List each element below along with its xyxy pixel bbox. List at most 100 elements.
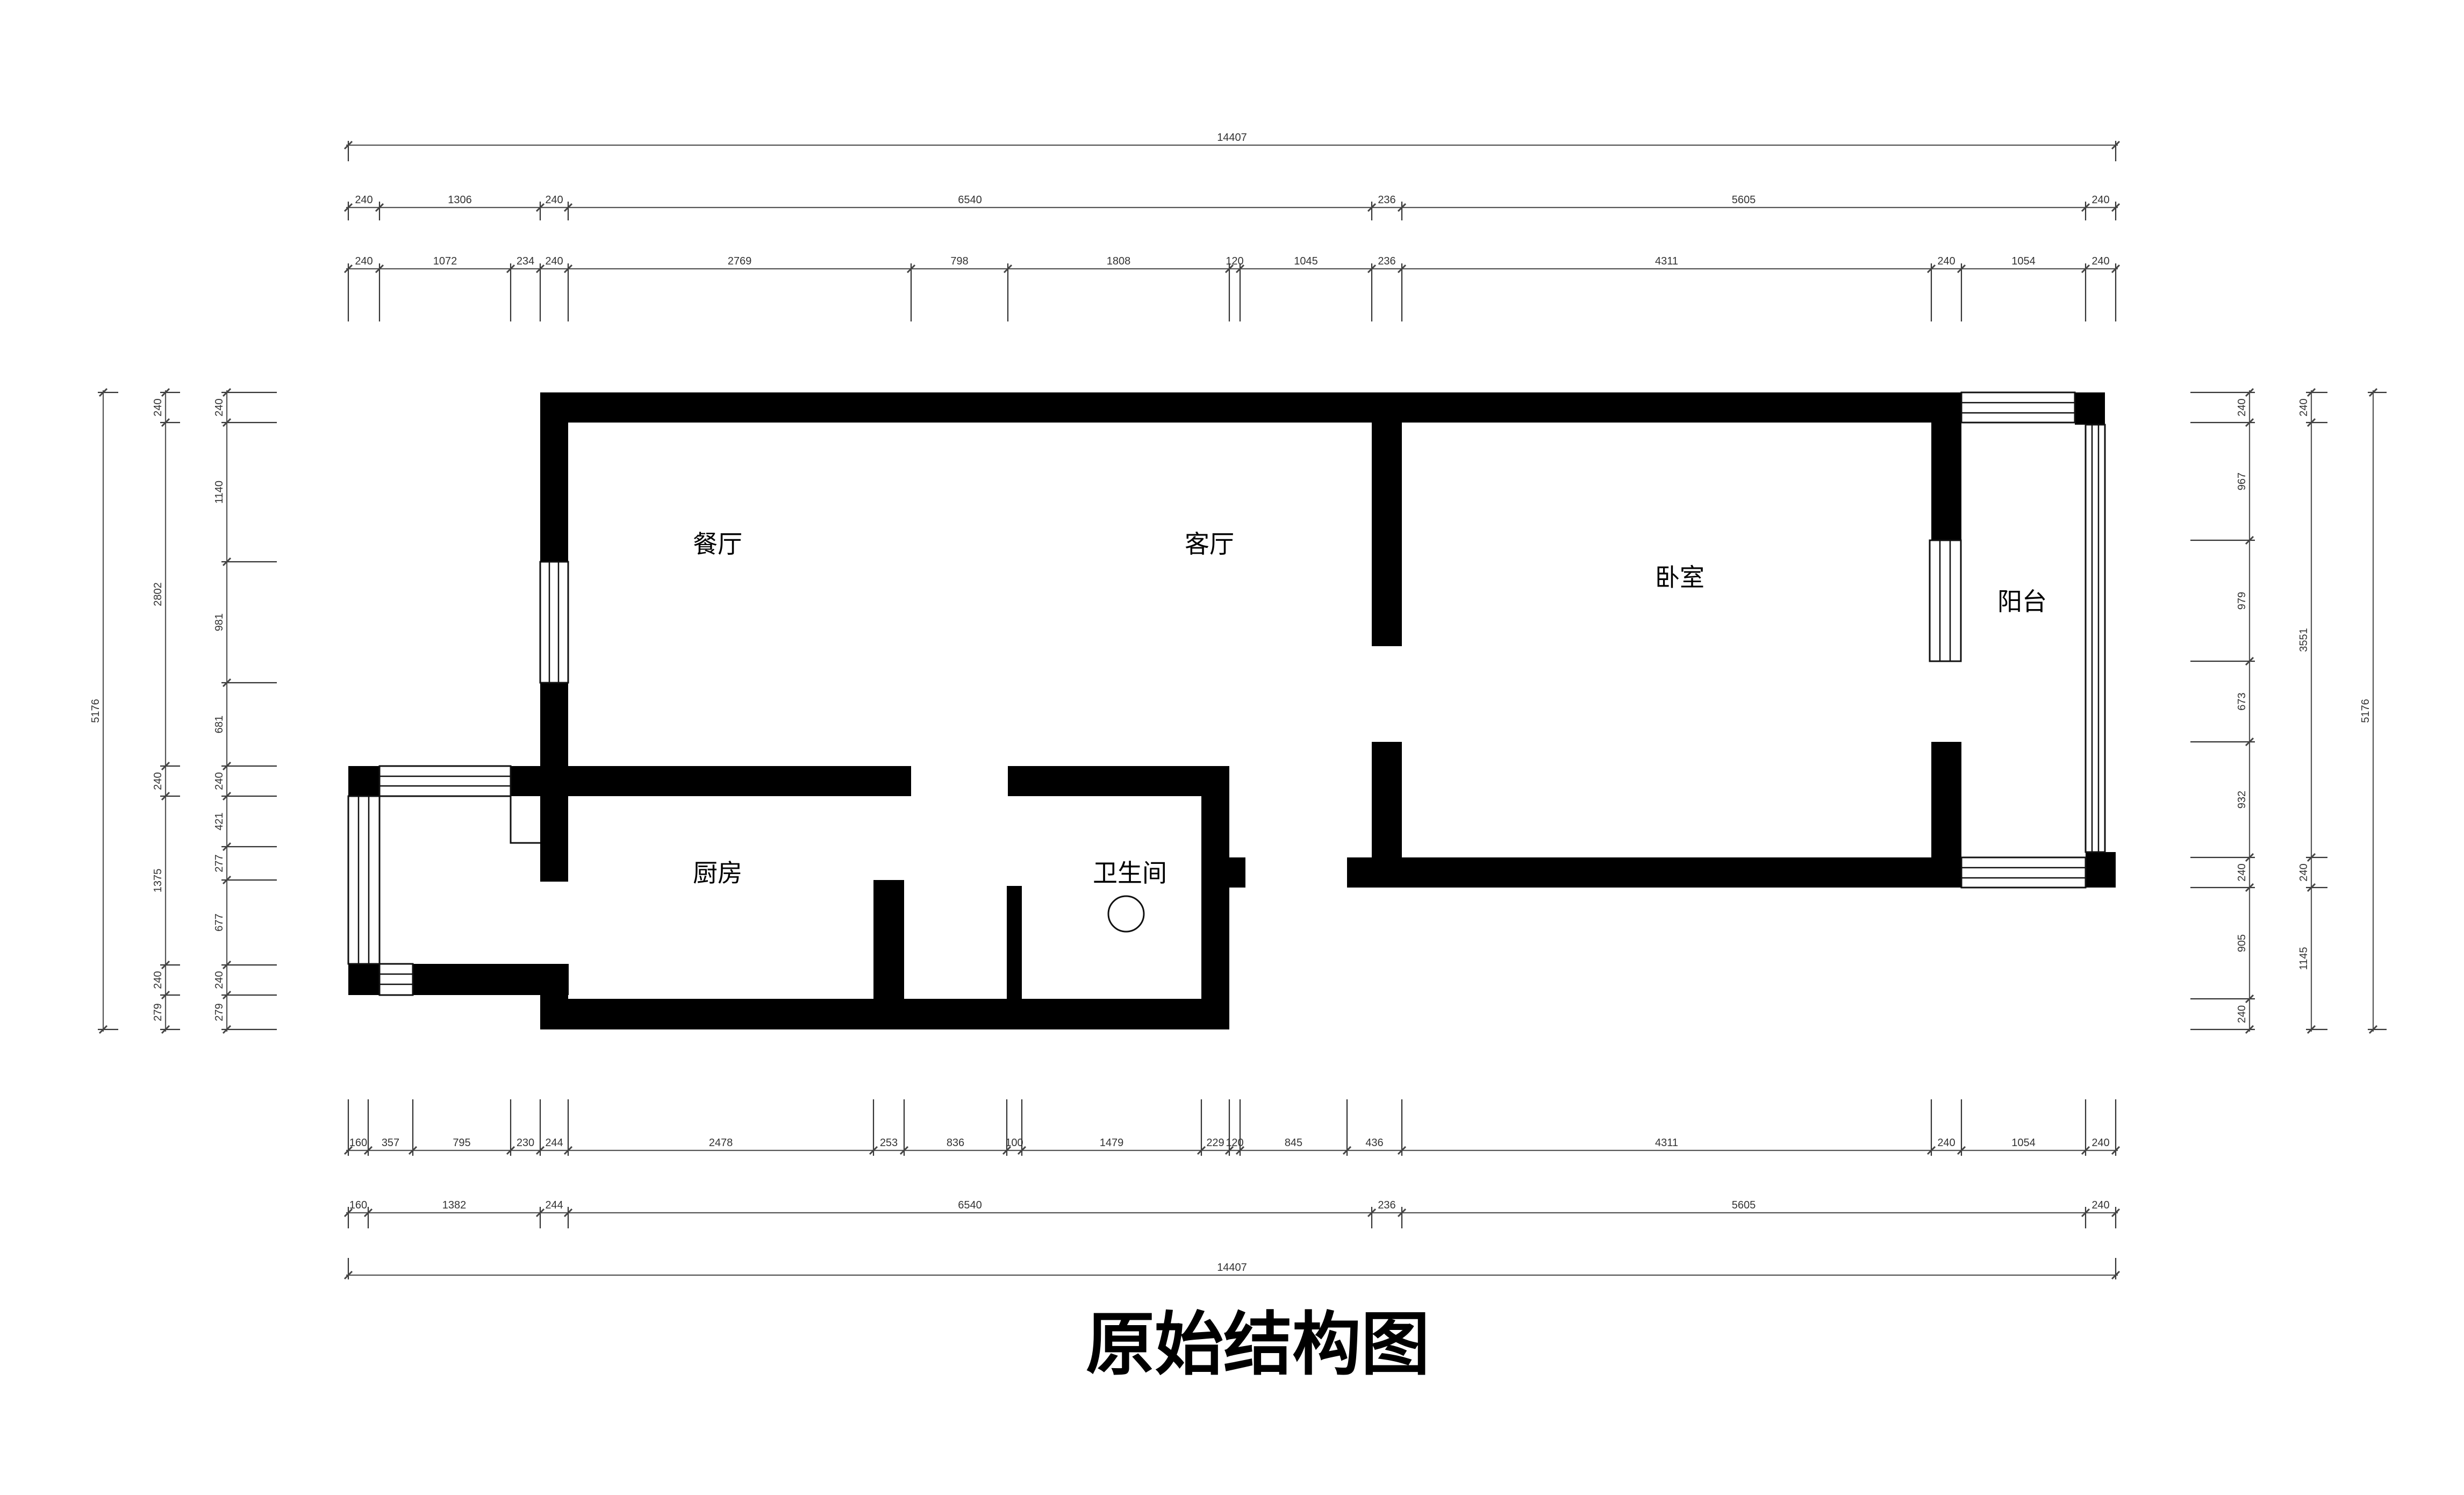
dim-left-mid-tick [161, 418, 170, 427]
dim-top-inner-tick [343, 264, 353, 274]
dim-left-inner-tick [222, 842, 232, 852]
dim-bottom-inner-label: 1479 [1100, 1137, 1124, 1149]
window-annex-bottom [378, 963, 414, 996]
floor-drain-icon [1107, 895, 1145, 933]
dim-left-inner-label: 240 [213, 971, 225, 989]
dim-bottom-inner-label: 100 [1005, 1137, 1023, 1149]
dim-bottom-inner-tick [899, 1146, 909, 1155]
dim-right-mid-tick [2307, 418, 2316, 427]
page-title: 原始结构图 [1086, 1305, 1430, 1385]
wall-annex-bottom [413, 964, 569, 995]
dim-top-inner-label: 4311 [1655, 255, 1678, 267]
dim-top-inner-tick [1926, 264, 1936, 274]
dim-bottom-inner-label: 357 [382, 1137, 399, 1149]
dim-bottom-inner-label: 240 [2091, 1137, 2109, 1149]
dim-bottom-inner-label: 240 [1937, 1137, 1955, 1149]
dim-bottom-inner-label: 229 [1206, 1137, 1224, 1149]
dim-top-mid-tick [375, 203, 384, 212]
dim-top-inner-label: 236 [1378, 255, 1395, 267]
dim-left-inner-label: 677 [213, 913, 225, 931]
dim-bottom-mid-tick [1367, 1208, 1377, 1218]
wall-balcony-corner [2086, 852, 2116, 888]
dim-top-mid-label: 1306 [448, 194, 472, 206]
window-balcony-right [2085, 424, 2106, 853]
annex-step-line [510, 796, 540, 844]
dim-left-mid-tick [161, 990, 170, 1000]
dim-top-inner-tick [1003, 264, 1013, 274]
dim-top-inner-tick [535, 264, 545, 274]
dim-bottom-inner-tick [1197, 1146, 1206, 1155]
dim-bottom-mid-label: 236 [1378, 1199, 1395, 1211]
dim-left-inner-tick [222, 1025, 232, 1034]
dim-top-mid-label: 240 [2091, 194, 2109, 206]
dim-top-inner-label: 1072 [433, 255, 457, 267]
room-label-living: 客厅 [1185, 530, 1234, 559]
wall-bathroom-right [1201, 766, 1229, 1029]
dim-right-inner-tick [2245, 994, 2254, 1004]
dim-bottom-total-tick [343, 1270, 353, 1280]
dim-left-inner-label: 681 [213, 716, 225, 733]
dim-bottom-inner-tick [1342, 1146, 1352, 1155]
wall-top-right-corner [2075, 392, 2105, 425]
dim-left-inner-label: 421 [213, 812, 225, 830]
window-bedroom-balcony [1929, 539, 1962, 662]
dim-left-inner-tick [222, 875, 232, 885]
dim-right-inner-tick [2245, 883, 2254, 892]
dim-right-total-tick [2368, 1025, 2378, 1034]
dim-top-inner-label: 1054 [2011, 255, 2036, 267]
dim-bottom-mid-tick [563, 1208, 573, 1218]
dim-top-inner-label: 1808 [1107, 255, 1131, 267]
dim-bottom-inner-label: 253 [880, 1137, 898, 1149]
dim-bottom-inner-tick [1957, 1146, 1966, 1155]
dim-right-inner-tick [2245, 535, 2254, 545]
wall-bottom [540, 999, 1229, 1029]
dim-bottom-mid-tick [535, 1208, 545, 1218]
dim-bottom-inner-label: 795 [453, 1137, 470, 1149]
dim-left-mid-label: 240 [152, 772, 164, 790]
window-annex-top [378, 765, 512, 797]
dim-bottom-inner-tick [1926, 1146, 1936, 1155]
dim-top-inner-label: 240 [2091, 255, 2109, 267]
dim-top-inner-tick [1957, 264, 1966, 274]
dim-right-inner-label: 240 [2236, 1005, 2248, 1023]
dim-right-inner-label: 932 [2236, 791, 2248, 809]
dim-left-inner-tick [222, 791, 232, 801]
wall-top [540, 392, 1951, 423]
dim-top-mid-label: 6540 [958, 194, 982, 206]
dim-bottom-inner-label: 120 [1226, 1137, 1243, 1149]
dim-right-mid-label: 240 [2298, 863, 2310, 881]
dim-left-mid-tick [161, 761, 170, 771]
dim-top-inner-tick [906, 264, 916, 274]
dim-bottom-inner-tick [2111, 1146, 2121, 1155]
dim-left-inner-tick [222, 388, 232, 397]
dim-bottom-inner-tick [2081, 1146, 2090, 1155]
dim-bottom-inner-tick [343, 1146, 353, 1155]
windows [347, 391, 2106, 996]
dim-top-mid-label: 236 [1378, 194, 1395, 206]
dim-bottom-mid-label: 5605 [1732, 1199, 1756, 1211]
dim-bottom-mid-tick [343, 1208, 353, 1218]
dim-bottom-inner-tick [869, 1146, 878, 1155]
wall-bedroom-bottom [1347, 857, 1951, 888]
dim-left-mid-tick [161, 791, 170, 801]
dim-bottom-mid-tick [363, 1208, 373, 1218]
dim-top-inner-tick [1235, 264, 1245, 274]
dim-top-inner-tick [2111, 264, 2121, 274]
dim-top-inner-tick [563, 264, 573, 274]
dim-bottom-inner-label: 845 [1285, 1137, 1302, 1149]
wall-left-upper [540, 392, 568, 562]
wall-kitchen-top [511, 766, 911, 796]
dim-left-total-label: 5176 [90, 699, 102, 723]
dim-bottom-inner-label: 160 [349, 1137, 367, 1149]
dim-left-total-tick [98, 388, 108, 397]
dim-right-inner-tick [2245, 388, 2254, 397]
dim-left-inner-label: 240 [213, 772, 225, 790]
wall-divider-upper [1372, 423, 1402, 646]
room-label-bedroom: 卧室 [1655, 563, 1704, 592]
room-labels: 餐厅 客厅 卧室 阳台 厨房 卫生间 [693, 530, 2047, 888]
wall-kitchen-partition [873, 880, 904, 999]
dim-bottom-inner-tick [408, 1146, 418, 1155]
dim-top-inner-tick [375, 264, 384, 274]
dim-right-inner-label: 967 [2236, 473, 2248, 490]
dim-left-mid-label: 240 [152, 971, 164, 989]
